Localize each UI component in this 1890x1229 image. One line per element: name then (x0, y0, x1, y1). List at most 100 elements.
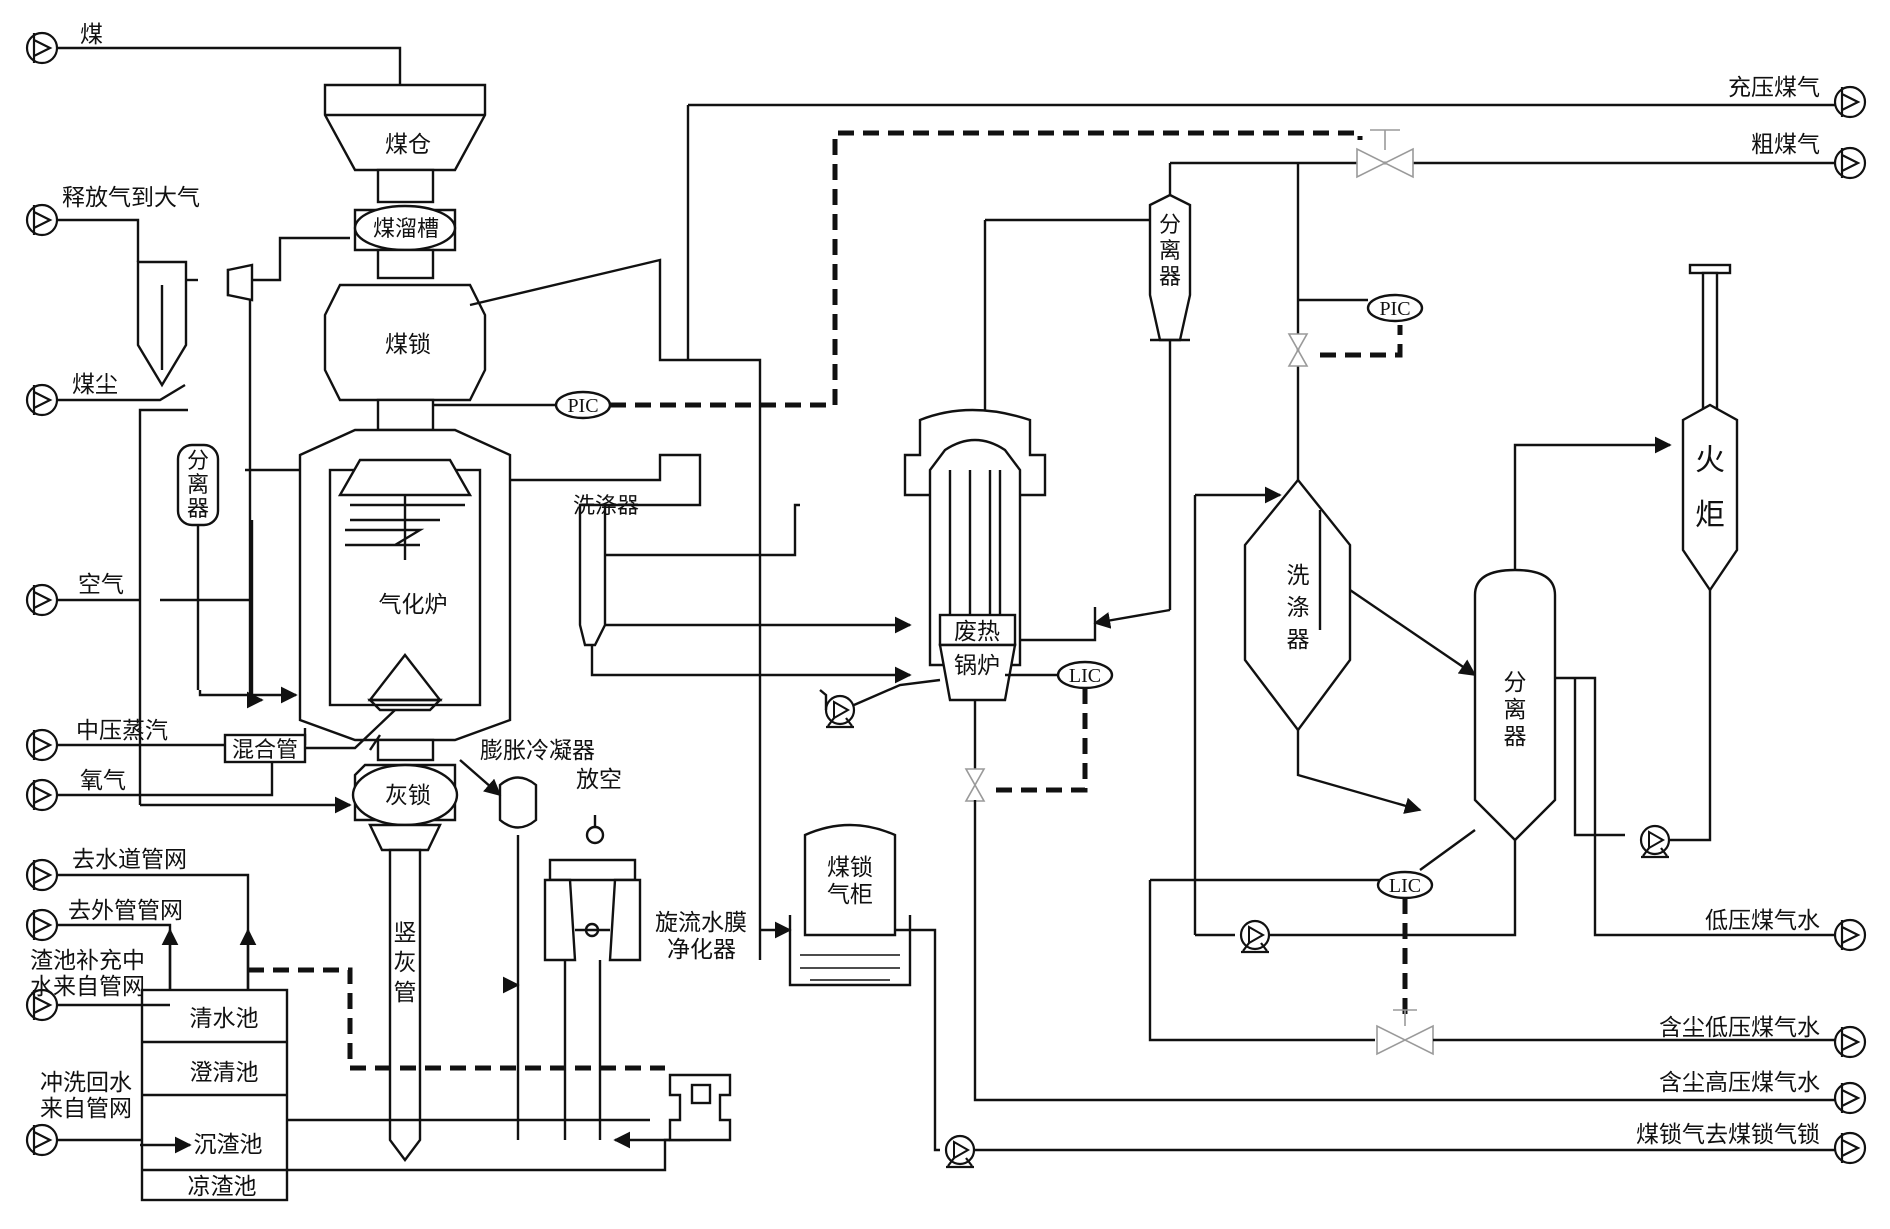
label-ash-pipe-1: 竖 (394, 920, 417, 946)
label-small-scrubber: 洗涤器 (573, 494, 639, 519)
lic-2-label: LIC (1389, 875, 1421, 897)
pic-2-label: PIC (1379, 298, 1410, 320)
coal-inlet-icon (25, 31, 59, 65)
label-top-sep-1: 分 (1159, 213, 1181, 238)
vent-outlet-icon (25, 203, 59, 237)
label-clear-pool: 清水池 (190, 1006, 259, 1032)
waste-heat-boiler (903, 408, 1097, 770)
dusty-hp-outlet-icon (1833, 1081, 1867, 1115)
dust-outlet-icon (25, 383, 59, 417)
big-separator (1148, 436, 1835, 1042)
label-vent-air: 放空 (576, 767, 622, 793)
label-flare-2: 炬 (1695, 498, 1725, 533)
label-oxygen: 氧气 (80, 768, 126, 794)
lic-2-instrument: LIC (1376, 870, 1434, 1015)
lp-water-outlet-icon (1833, 918, 1867, 952)
pic-1-label: PIC (567, 395, 598, 417)
boiler-water-valve-icon (965, 768, 985, 802)
label-makeup-2: 水来自管网 (30, 974, 145, 1000)
label-raw-gas: 粗煤气 (1751, 132, 1820, 158)
label-expansion-condenser: 膨胀冷凝器 (480, 738, 595, 764)
label-gasholder-1: 煤锁 (827, 855, 873, 881)
label-ash-pipe-2: 灰 (394, 950, 417, 976)
label-top-sep-2: 离 (1159, 239, 1181, 264)
left-streams (57, 46, 402, 1142)
label-gasholder-2: 气柜 (827, 882, 873, 908)
label-left-sep-1: 分 (187, 449, 209, 474)
label-big-sep-1: 分 (1504, 670, 1527, 696)
pic-1-instrument: PIC (433, 390, 612, 420)
lic-1-label: LIC (1069, 665, 1101, 687)
label-coal-dust: 煤尘 (72, 372, 118, 398)
label-coal-bunker: 煤仓 (385, 132, 431, 158)
label-left-sep-2: 离 (187, 473, 209, 498)
right-connectors (1833, 85, 1867, 1165)
ext-pipe-outlet-icon (25, 908, 59, 942)
label-settling-pool: 澄清池 (190, 1060, 259, 1086)
lic-1-instrument: LIC (995, 660, 1114, 793)
label-makeup-1: 渣池补充中 (30, 948, 145, 974)
label-flare-1: 火 (1695, 443, 1725, 478)
label-gasifier: 气化炉 (379, 592, 448, 618)
flush-inlet-icon (25, 1123, 59, 1157)
small-scrubber (510, 453, 912, 684)
label-coal: 煤 (80, 22, 103, 48)
pic-2-instrument: PIC (1366, 293, 1424, 323)
label-waste-heat-1: 废热 (954, 619, 1000, 645)
flare-pump-icon (1639, 824, 1671, 859)
mixing-pipe (223, 733, 307, 764)
raw-gas-valve-icon (1356, 148, 1414, 178)
label-cool-slag-pool: 凉渣池 (188, 1174, 257, 1200)
lockgas-pump-icon (944, 1134, 976, 1169)
big-scrubber (1193, 478, 1477, 937)
label-big-sep-3: 器 (1504, 724, 1527, 750)
vent-filter (136, 260, 254, 388)
labels: 煤 释放气到大气 煤尘 空气 中压蒸汽 氧气 去水道管网 去外管管网 渣池补充中… (30, 22, 1820, 1200)
coal-lock (323, 283, 487, 402)
raw-gas-outlet-icon (1833, 146, 1867, 180)
pool-system (140, 928, 732, 1202)
lock-gas-outlet-icon (1833, 1131, 1867, 1165)
flare-stack (1681, 263, 1739, 593)
label-coal-lock: 煤锁 (385, 332, 431, 358)
level-valve-icon (1376, 1025, 1434, 1055)
label-cyclone-1: 旋流水膜 (655, 910, 747, 936)
expansion-condenser (459, 759, 642, 1140)
dusty-lp-outlet-icon (1833, 1025, 1867, 1059)
label-left-sep-3: 器 (187, 497, 209, 522)
scrubber-pump-icon (1239, 919, 1271, 954)
label-to-sewer: 去水道管网 (72, 847, 187, 873)
label-big-scrub-2: 涤 (1287, 595, 1310, 621)
sewer-outlet-icon (25, 858, 59, 892)
label-top-sep-3: 器 (1159, 265, 1181, 290)
label-vent-atm: 释放气到大气 (62, 185, 200, 211)
label-cyclone-2: 净化器 (667, 937, 736, 963)
label-big-sep-2: 离 (1504, 697, 1527, 723)
label-waste-heat-2: 锅炉 (954, 653, 1000, 679)
label-dusty-hp: 含尘高压煤气水 (1659, 1070, 1820, 1096)
pressurized-gas-outlet-icon (1833, 85, 1867, 119)
steam-inlet-icon (25, 728, 59, 762)
top-separator (1093, 193, 1192, 629)
pressure-valve-icon (1288, 333, 1308, 367)
label-lock-gas: 煤锁气去煤锁气锁 (1636, 1122, 1820, 1148)
left-separator (176, 443, 220, 527)
oxygen-inlet-icon (25, 778, 59, 812)
label-flush-1: 冲洗回水 (40, 1070, 132, 1096)
label-mp-steam: 中压蒸汽 (76, 718, 168, 744)
label-flush-2: 来自管网 (40, 1096, 132, 1122)
vertical-ash-pipe (388, 848, 422, 1162)
gasholder (760, 823, 940, 1152)
label-slag-pool: 沉渣池 (194, 1132, 263, 1158)
boiler-pump-icon (824, 694, 856, 729)
label-ash-lock: 灰锁 (385, 783, 431, 809)
label-to-ext-pipe: 去外管管网 (68, 898, 183, 924)
label-pressurized-gas: 充压煤气 (1728, 75, 1820, 101)
label-big-scrub-1: 洗 (1287, 563, 1310, 589)
label-air: 空气 (78, 572, 124, 598)
top-gas-lines (469, 103, 1835, 960)
label-ash-pipe-3: 管 (394, 980, 417, 1006)
blower-icon (226, 263, 254, 302)
